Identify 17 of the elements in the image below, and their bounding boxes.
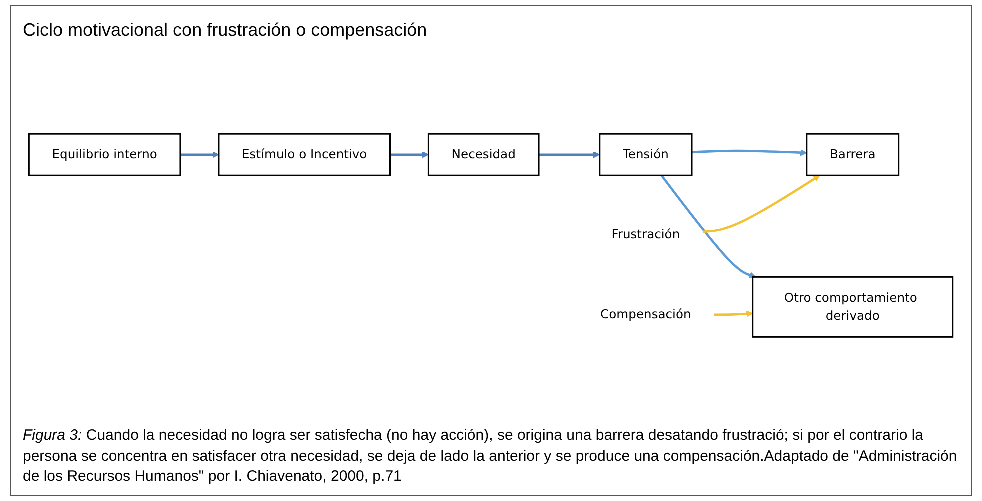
node-box: Otro comportamiento derivado	[752, 276, 954, 338]
node-box: Necesidad	[428, 133, 540, 176]
node-box: Equilibrio interno	[28, 133, 182, 176]
node-text: Frustración	[612, 227, 680, 242]
arrow	[390, 151, 430, 158]
node-box: Tensión	[599, 133, 693, 176]
node-box: Barrera	[806, 133, 900, 176]
figure-caption: Figura 3: Cuando la necesidad no logra ser satisfecha (no hay acción), se origina una barrera desatando frustració; si por el contrario la persona se concentra en satisfacer otra necesidad, se deja de lado la anterior y se produce una compensación.Adaptado de "Administración de los Recursos Humanos" por I. Chiavenato, 2000, p.71	[23, 426, 958, 487]
arrow	[660, 174, 756, 279]
arrow	[539, 151, 600, 158]
node-box: Estímulo o Incentivo	[218, 133, 392, 176]
diagram-title: Ciclo motivacional con frustración o compensación	[23, 20, 428, 41]
arrow	[703, 175, 820, 233]
arrow	[714, 310, 754, 318]
arrow	[692, 149, 808, 156]
arrow	[180, 151, 220, 158]
node-text: Compensación	[600, 307, 692, 322]
